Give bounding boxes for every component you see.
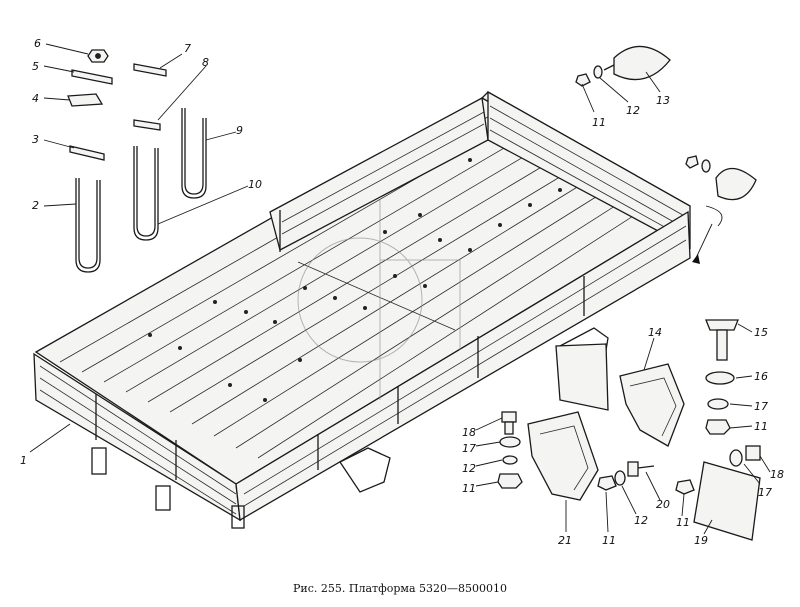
callout-12b: 12 (462, 462, 476, 475)
washer-12b (502, 455, 518, 465)
callout-5: 5 (32, 60, 39, 73)
callout-16: 16 (754, 370, 768, 383)
callout-3: 3 (32, 133, 39, 146)
callout-9: 9 (236, 124, 243, 137)
callout-14: 14 (648, 326, 662, 339)
pad-4 (67, 93, 104, 107)
callout-18a: 18 (462, 426, 476, 439)
callout-19: 19 (694, 534, 708, 547)
plate-8 (133, 119, 161, 131)
arrow-head-icon (692, 254, 700, 264)
board-shading (281, 105, 689, 241)
plate-7 (133, 63, 167, 77)
callout-2: 2 (32, 199, 39, 212)
washer-12a (593, 65, 603, 79)
callout-15: 15 (754, 326, 768, 339)
reflector-13 (613, 45, 671, 81)
callout-17c: 17 (758, 486, 772, 499)
callout-13: 13 (656, 94, 670, 107)
u-bolt-2 (75, 178, 101, 273)
reflector-right (715, 167, 757, 201)
mud-flap-mounted (555, 343, 609, 411)
floor-planks (59, 109, 659, 459)
parts-mudguards (497, 319, 761, 541)
callout-18b: 18 (770, 468, 784, 481)
parts-u-bolts (67, 49, 207, 273)
callout-12c: 12 (634, 514, 648, 527)
washer-upper (701, 159, 711, 173)
callout-11b: 11 (754, 420, 768, 433)
u-bolt-10 (133, 146, 159, 241)
callout-17b: 17 (462, 442, 476, 455)
plate-5 (71, 69, 113, 85)
washer-17b (499, 436, 521, 448)
cargo-platform (33, 90, 691, 529)
near-side-board (235, 210, 691, 522)
callout-labels: 6 5 4 3 2 7 8 9 10 1 11 12 13 14 15 16 1… (20, 37, 784, 547)
callout-6: 6 (34, 37, 41, 50)
washer-17a (707, 398, 729, 410)
parts-reflector (575, 45, 757, 264)
nut-11c (497, 473, 523, 489)
watermark-logo (297, 200, 461, 400)
callout-11e: 11 (676, 516, 690, 529)
nut-11a (575, 73, 591, 87)
bolt-18a (501, 411, 517, 423)
callout-11c: 11 (462, 482, 476, 495)
callout-11a: 11 (592, 116, 606, 129)
bolt-15 (705, 319, 739, 331)
figure-caption: Рис. 255. Платформа 5320—8500010 (293, 582, 507, 595)
washer-17c (729, 449, 743, 467)
callout-7: 7 (184, 42, 191, 55)
u-bolt-9 (181, 108, 207, 199)
nut-11b (705, 419, 731, 435)
clamp-16 (705, 371, 735, 385)
plate-3 (69, 145, 105, 161)
mud-flap-19 (693, 461, 761, 541)
side-stakes (95, 210, 585, 480)
callout-20: 20 (656, 498, 670, 511)
bolt-18b (745, 445, 761, 461)
washer-12c (614, 470, 626, 486)
nut-11d (597, 475, 617, 491)
callout-10: 10 (248, 178, 262, 191)
bracket-14 (619, 363, 685, 447)
callout-11d: 11 (602, 534, 616, 547)
callout-17a: 17 (754, 400, 768, 413)
bolt-20 (627, 461, 639, 477)
callout-21: 21 (558, 534, 572, 547)
callout-8: 8 (202, 56, 209, 69)
callout-12a: 12 (626, 104, 640, 117)
nut-11e (675, 479, 695, 495)
callout-1: 1 (20, 454, 27, 467)
bracket-21 (527, 411, 599, 501)
nut-upper (685, 155, 699, 169)
floor-bolts (148, 158, 562, 402)
leader-lines (29, 43, 771, 535)
callout-4: 4 (32, 92, 39, 105)
